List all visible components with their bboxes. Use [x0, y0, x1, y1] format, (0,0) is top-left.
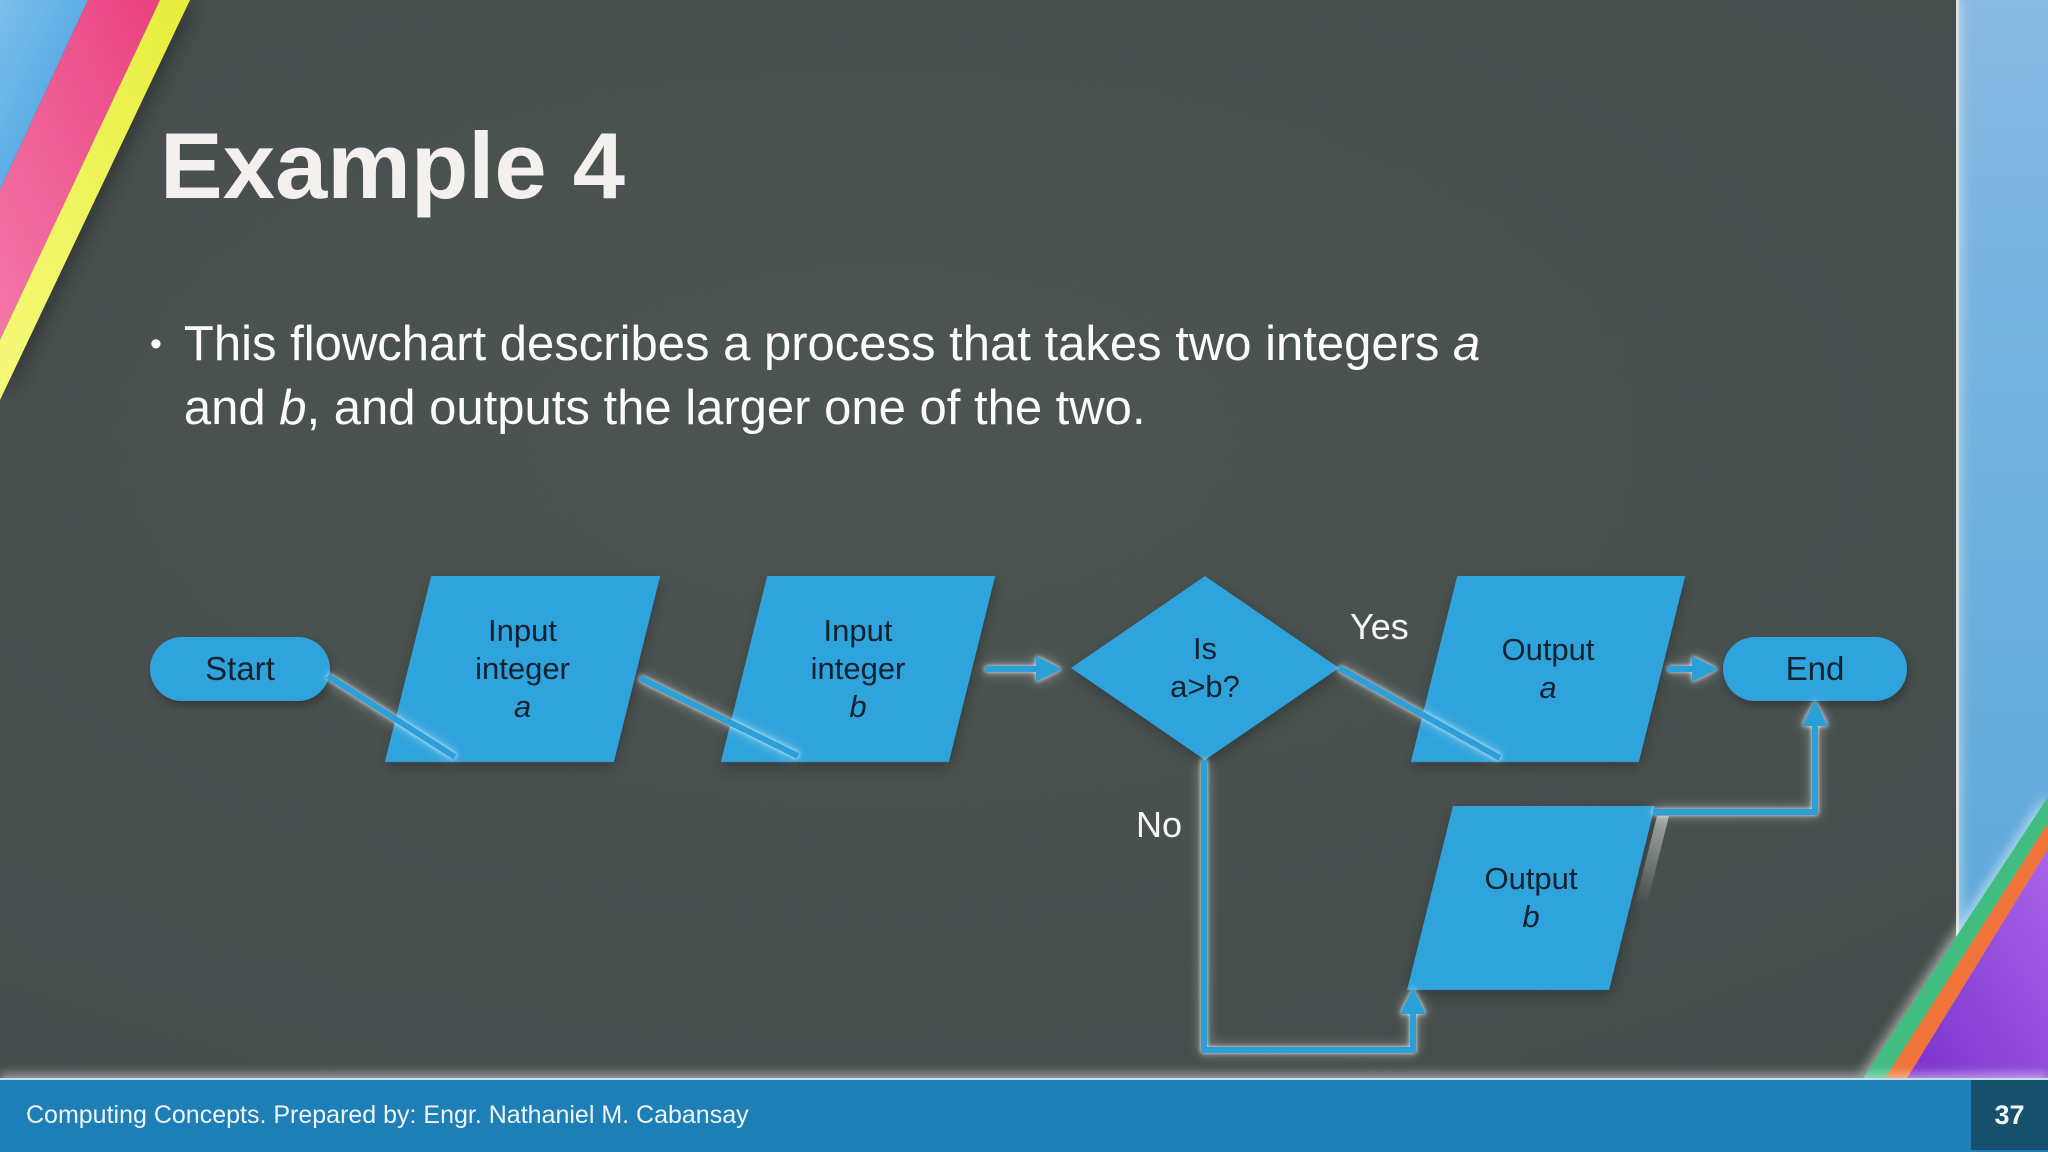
footer-credit: Computing Concepts. Prepared by: Engr. N… — [26, 1101, 749, 1129]
body-line-2: and b, and outputs the larger one of the… — [184, 376, 1480, 440]
label-line: a>b? — [1170, 669, 1240, 704]
variable-a: a — [1453, 317, 1481, 371]
end-label: End — [1785, 650, 1845, 687]
flow-node-end: End — [1723, 637, 1907, 701]
body-text: • This flowchart describes a process tha… — [150, 312, 1480, 440]
label-var: a — [513, 689, 532, 724]
page-number-box: 37 — [1971, 1080, 2048, 1150]
start-label: Start — [205, 650, 275, 687]
input-b-label: Input integer b — [721, 576, 995, 762]
label-var: b — [849, 689, 867, 724]
flow-node-input-a: Input integer a — [384, 576, 661, 762]
decision-label: Is a>b? — [1071, 576, 1339, 760]
flow-node-input-b: Input integer b — [720, 576, 996, 762]
body-line1-text: This flowchart describes a process that … — [183, 317, 1454, 371]
page-number: 37 — [1994, 1099, 2025, 1130]
variable-b: b — [279, 381, 307, 435]
output-b-label: Output b — [1407, 806, 1655, 990]
flow-node-output-b: Output b — [1407, 806, 1655, 990]
label-line: Output — [1484, 861, 1578, 896]
label-line: integer — [475, 651, 570, 686]
label-line: Input — [488, 613, 557, 648]
label-line: Input — [823, 613, 893, 648]
label-var: a — [1539, 670, 1557, 705]
label-line: integer — [810, 651, 906, 686]
label-line: Output — [1501, 632, 1595, 667]
right-accent-band — [1953, 0, 2048, 1152]
slide-title: Example 4 — [160, 113, 626, 218]
body-line2-pre: and — [183, 381, 280, 435]
yes-branch-label: Yes — [1350, 606, 1409, 647]
body-line-1: This flowchart describes a process that … — [184, 312, 1480, 376]
body-line2-post: , and outputs the larger one of the two. — [306, 381, 1146, 435]
flow-node-decision: Is a>b? — [1071, 576, 1339, 760]
output-a-label: Output a — [1411, 576, 1685, 762]
body-lines: This flowchart describes a process that … — [184, 312, 1480, 440]
no-branch-label: No — [1136, 804, 1183, 845]
flow-node-start: Start — [150, 637, 330, 701]
label-var: b — [1522, 899, 1540, 934]
input-a-label: Input integer a — [385, 576, 660, 762]
flow-node-output-a: Output a — [1410, 576, 1686, 762]
footer-bar: Computing Concepts. Prepared by: Engr. N… — [0, 1078, 2048, 1152]
bullet-glyph: • — [150, 325, 162, 363]
label-line: Is — [1192, 631, 1218, 666]
